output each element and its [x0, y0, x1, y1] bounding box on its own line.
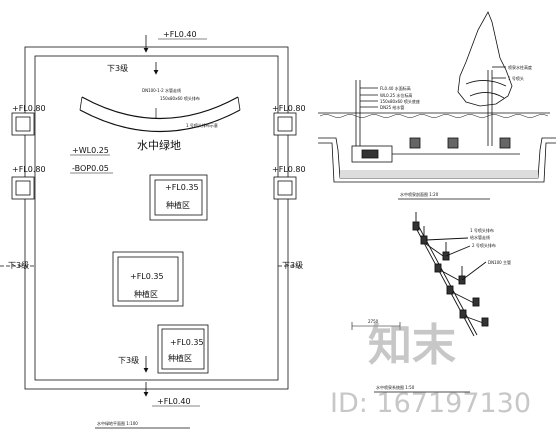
- plan-step-right: 下3级: [282, 260, 303, 270]
- iso-note-1: 1 号喷头排布: [470, 227, 494, 233]
- plan-level-top: +FL0.40: [163, 30, 197, 39]
- pier-label-left-upper: +FL0.80: [12, 104, 46, 113]
- iso-annotations: 1 号喷头排布 给水管走线 2 号喷头排布 DN100 主管 2750 水中喷泉…: [368, 227, 511, 393]
- pipe-note-1: DN100-1-2 水管走线: [142, 87, 181, 93]
- pier-label-right-lower: +FL0.80: [272, 165, 306, 174]
- plant-silhouette: [457, 11, 513, 107]
- planter-top-level: +FL0.35: [165, 183, 199, 192]
- water-level-label: +WL0.25: [72, 146, 109, 155]
- bottom-of-pool-label: -BOP0.05: [72, 164, 109, 173]
- pool-floor-hatch: [340, 170, 538, 178]
- pipe-note-2: 150x80x60 喷头排布: [160, 95, 200, 101]
- pier-label-left-lower: +FL0.80: [12, 165, 46, 174]
- curved-pipe-inner: [79, 109, 241, 133]
- planter-middle-name: 种植区: [134, 289, 158, 299]
- planter-middle-level: +FL0.35: [130, 272, 164, 281]
- planter-top: [149, 174, 208, 221]
- zone-title: 水中绿地: [137, 138, 181, 152]
- watermark: 知末 ID: 167197130: [330, 320, 531, 419]
- plan-view: [0, 46, 300, 390]
- section-note-4: DN25 给水管: [380, 104, 404, 110]
- section-note-3: 150x80x60 喷头底座: [380, 98, 420, 104]
- section-annotations: FL0.40 水面标高 WL0.25 水位标高 150x80x60 喷头底座 D…: [380, 64, 532, 200]
- plan-step-left: 下3级: [8, 260, 29, 270]
- iso-note-3: 2 号喷头排布: [472, 242, 496, 248]
- iso-view: [351, 212, 489, 337]
- pier-right-upper: [273, 112, 297, 136]
- plan-level-bottom: +FL0.40: [157, 397, 191, 406]
- section-view: [318, 11, 556, 183]
- pier-left-lower: [11, 176, 35, 200]
- planter-bottom-level: +FL0.35: [170, 338, 204, 347]
- plan-outer-border: [24, 46, 289, 390]
- watermark-logo-text: 知末: [368, 320, 456, 371]
- plan-step-bottom: 下3级: [118, 355, 139, 365]
- planter-bottom-name: 种植区: [168, 353, 192, 363]
- pier-label-right-upper: +FL0.80: [272, 104, 306, 113]
- iso-note-4: DN100 主管: [488, 259, 511, 265]
- section-note-1: FL0.40 水面标高: [380, 85, 411, 91]
- curved-pipe-outer: [81, 96, 239, 120]
- plan-step-top: 下3级: [107, 63, 128, 73]
- iso-dimension: 2750: [368, 319, 379, 324]
- section-right-note-1: 喷泉水柱高度: [508, 64, 532, 70]
- iso-caption: 水中喷泉系统图 1:50: [376, 384, 415, 390]
- iso-note-2: 给水管走线: [470, 234, 490, 240]
- section-caption: 水中喷泉剖面图 1:20: [400, 191, 439, 197]
- fitting-left: [409, 137, 421, 149]
- planter-bottom: [157, 324, 209, 374]
- planter-middle: [112, 251, 184, 307]
- watermark-id: ID: 167197130: [330, 388, 531, 419]
- iso-branch-2: [439, 269, 463, 283]
- fitting-mid: [447, 137, 459, 149]
- plan-inner-border: [34, 55, 279, 381]
- planter-top-name: 种植区: [166, 200, 190, 210]
- iso-branch-3: [451, 291, 477, 305]
- section-note-2: WL0.25 水位标高: [380, 92, 412, 98]
- pier-left-upper: [11, 112, 35, 136]
- pipe-note-3: 1 号喷头排布示意: [186, 122, 218, 128]
- pier-right-lower: [273, 176, 297, 200]
- section-right-note-2: 1 号喷头: [508, 75, 524, 81]
- fitting-right: [499, 137, 511, 149]
- plan-annotations: +FL0.40 下3级 +FL0.80 +FL0.80 +FL0.80 +FL0…: [8, 30, 306, 429]
- plan-caption: 水中绿地平面图 1:100: [97, 420, 138, 426]
